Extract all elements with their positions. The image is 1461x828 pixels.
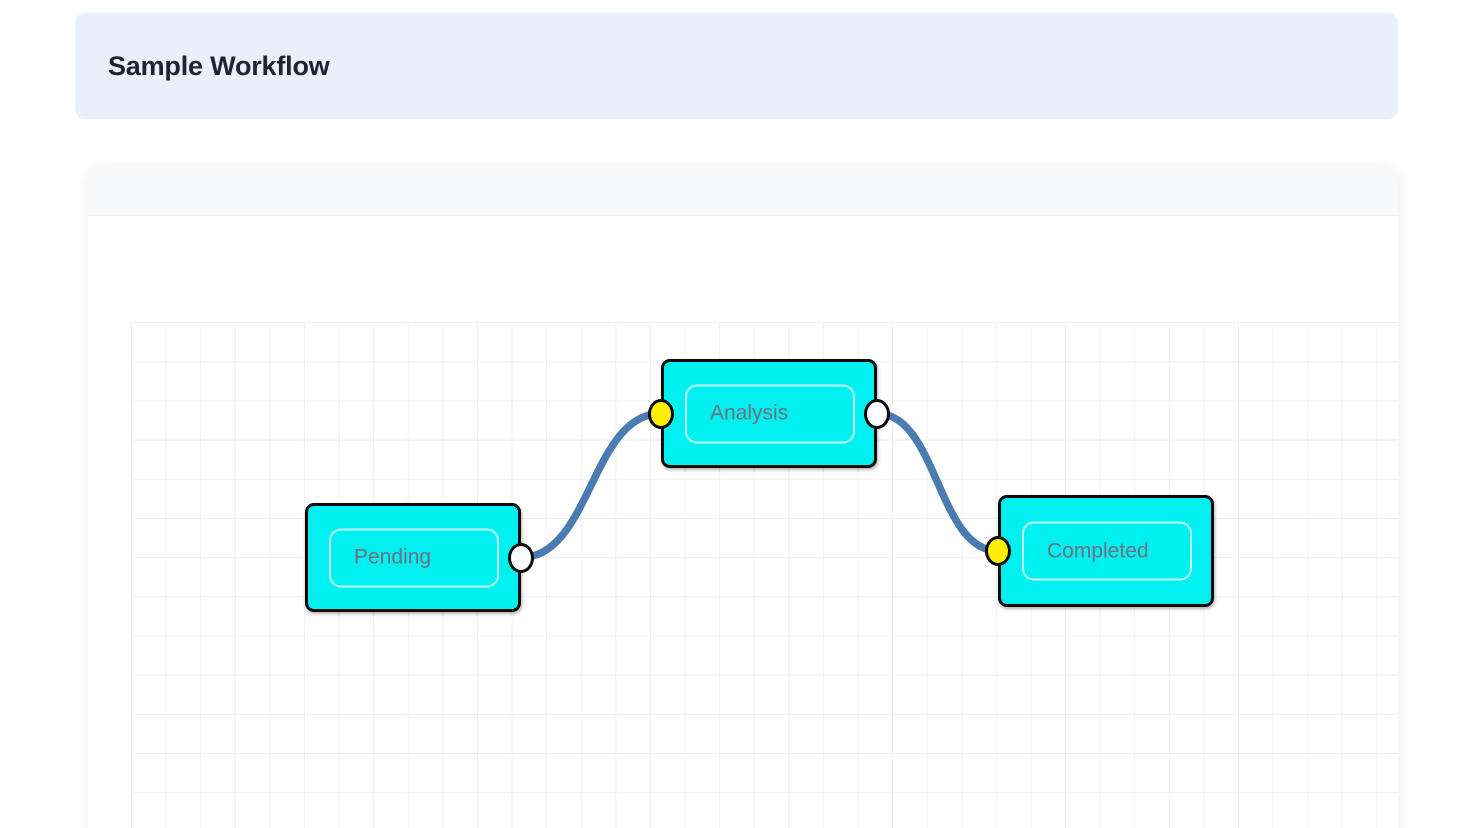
node-label: Analysis xyxy=(710,401,789,425)
target-handle-completed[interactable] xyxy=(985,536,1011,566)
node-label: Completed xyxy=(1047,539,1149,562)
workflow-title-banner: Sample Workflow xyxy=(75,13,1398,119)
node-label-input[interactable]: Analysis xyxy=(685,384,855,443)
node-label-input[interactable]: Pending xyxy=(329,528,499,587)
target-handle-analysis[interactable] xyxy=(648,398,674,429)
node-analysis[interactable]: Analysis xyxy=(648,359,890,468)
edge-pending-analysis[interactable] xyxy=(517,409,665,562)
node-completed[interactable]: Completed xyxy=(985,495,1214,607)
node-label-input[interactable]: Completed xyxy=(1022,521,1192,581)
node-pending[interactable]: Pending xyxy=(305,503,534,612)
source-handle-pending[interactable] xyxy=(508,542,534,573)
canvas-header-strip xyxy=(88,166,1398,216)
source-handle-analysis[interactable] xyxy=(864,398,890,429)
edge-analysis-completed[interactable] xyxy=(873,409,1002,555)
workflow-title: Sample Workflow xyxy=(108,50,330,81)
node-label: Pending xyxy=(354,545,432,569)
